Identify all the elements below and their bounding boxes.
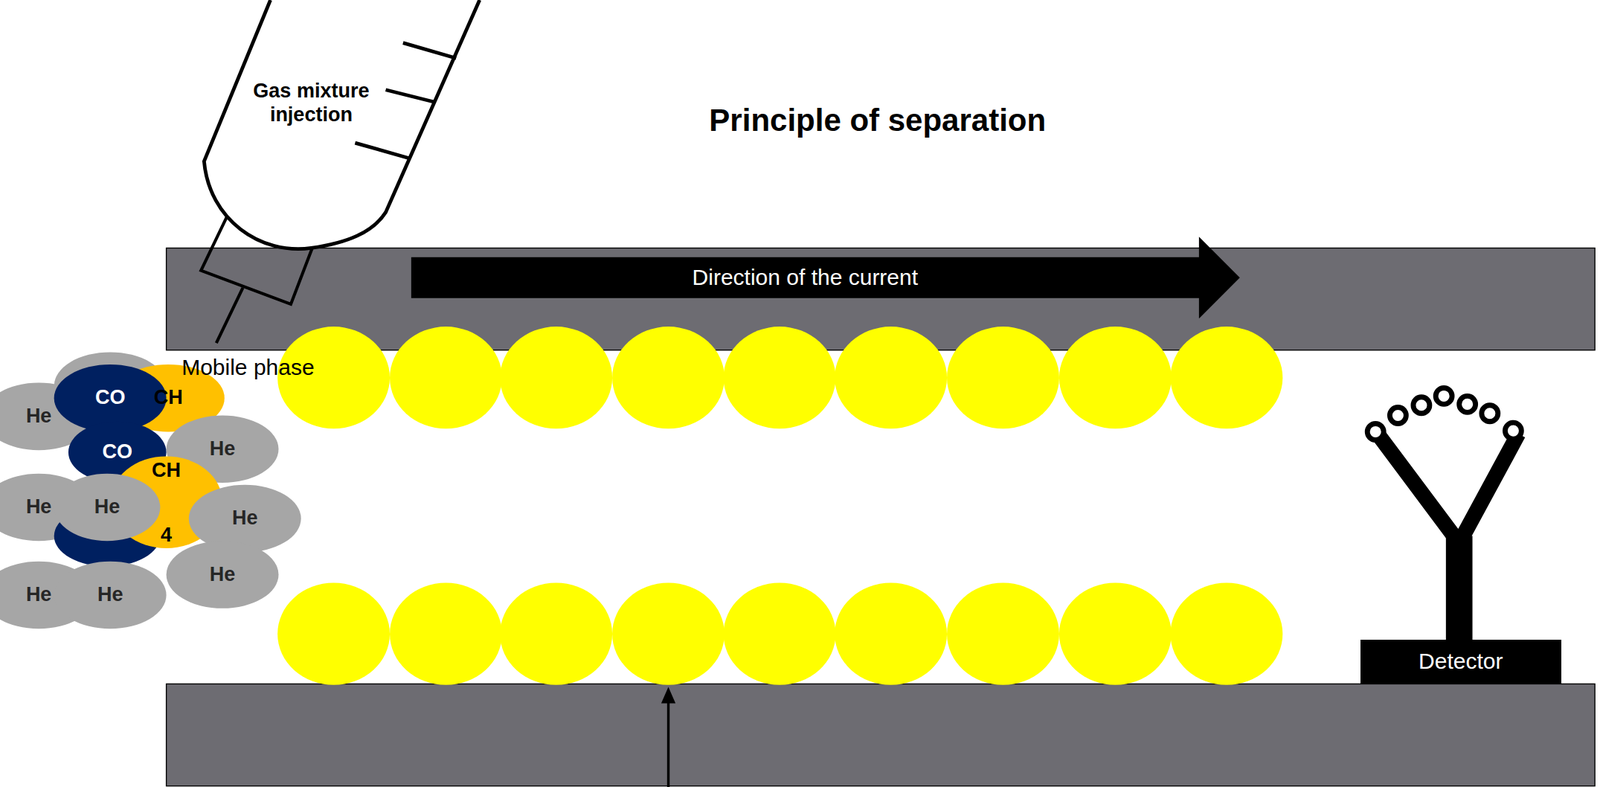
- molecule: CO: [69, 375, 151, 421]
- molecule: CO: [76, 429, 159, 475]
- stationary-bead: [834, 583, 947, 686]
- molecule-shape: [54, 473, 161, 542]
- stationary-bead: [612, 326, 725, 429]
- sensor-ring: [1389, 407, 1406, 424]
- stationary-bead: [946, 583, 1060, 686]
- stationary-bead: [946, 326, 1060, 429]
- detector-sensor: [1367, 387, 1522, 440]
- stationary-bead: [723, 583, 837, 686]
- sensor-ring: [1459, 395, 1476, 413]
- stationary-bead: [389, 583, 503, 686]
- flow-arrow-box: Direction of the current: [411, 257, 1200, 299]
- molecule-formula: He: [209, 563, 236, 587]
- syringe-tick: [354, 142, 410, 159]
- syringe-tick: [386, 90, 436, 102]
- node-text: Gas mixture injection: [226, 79, 397, 126]
- stationary-bead: [1059, 583, 1172, 686]
- stationary-bead: [499, 326, 613, 429]
- molecule-formula: CO: [95, 386, 126, 410]
- detector-stem: [1446, 535, 1473, 643]
- stationary-bead: [612, 583, 725, 686]
- molecule-formula: He: [26, 495, 53, 519]
- molecule: He: [181, 426, 264, 471]
- molecule: He: [69, 572, 151, 618]
- node-text: Detector: [1418, 648, 1503, 675]
- molecule-formula: He: [97, 583, 124, 607]
- flow-arrow: [411, 236, 1240, 319]
- diagram-title: Principle of separation: [708, 102, 1046, 139]
- detector-box: Detector: [1360, 639, 1562, 684]
- stationary-bead: [1059, 326, 1172, 429]
- stationary-bead: [834, 326, 947, 429]
- molecule: He: [0, 394, 80, 439]
- stationary-bead: [1170, 583, 1283, 686]
- pointer-arrow: [667, 699, 670, 787]
- molecule: He: [203, 496, 286, 541]
- sensor-ring: [1435, 387, 1452, 404]
- sensor-ring: [1413, 397, 1430, 414]
- molecule: He: [66, 484, 149, 530]
- column-wall-bottom: [166, 683, 1596, 786]
- syringe-label-box: Gas mixture injection: [226, 60, 397, 145]
- phase-label: Mobile phase: [181, 354, 314, 381]
- molecule-formula: He: [26, 404, 53, 428]
- stationary-bead: [277, 583, 390, 686]
- sensor-ring: [1504, 422, 1522, 439]
- molecule-shape: [166, 540, 279, 609]
- molecule-formula: He: [94, 495, 121, 519]
- molecule-formula: CH: [151, 458, 181, 483]
- molecule-formula: 4: [160, 523, 172, 547]
- molecule-shape: [188, 484, 302, 553]
- sensor-ring: [1367, 423, 1384, 440]
- pointer-arrowhead: [661, 687, 676, 704]
- molecule-shape: [54, 561, 167, 630]
- stationary-bead: [499, 583, 613, 686]
- molecule: CH 4: [125, 455, 208, 548]
- syringe-tick: [403, 43, 456, 59]
- molecule-formula: CH: [153, 386, 183, 410]
- molecule-formula: He: [232, 506, 259, 530]
- molecule: He: [181, 551, 264, 597]
- syringe-barrel: [203, 0, 480, 250]
- detector-arms: [1377, 433, 1519, 544]
- molecule-formula: CO: [101, 440, 133, 464]
- molecule-formula: He: [209, 437, 236, 461]
- stationary-bead: [389, 326, 503, 429]
- gas-molecules: [0, 351, 302, 629]
- stationary-bead: [723, 326, 837, 429]
- stationary-bead: [1170, 326, 1283, 429]
- sensor-ring: [1481, 405, 1499, 422]
- molecule: CH: [127, 375, 210, 421]
- syringe-needle: [216, 287, 244, 343]
- molecule: He: [0, 572, 80, 618]
- node-text: Direction of the current: [692, 264, 918, 291]
- molecule-shape: [54, 364, 167, 433]
- molecule-formula: He: [26, 583, 53, 607]
- stationary-phase: [277, 326, 1283, 686]
- molecule: He: [0, 484, 80, 530]
